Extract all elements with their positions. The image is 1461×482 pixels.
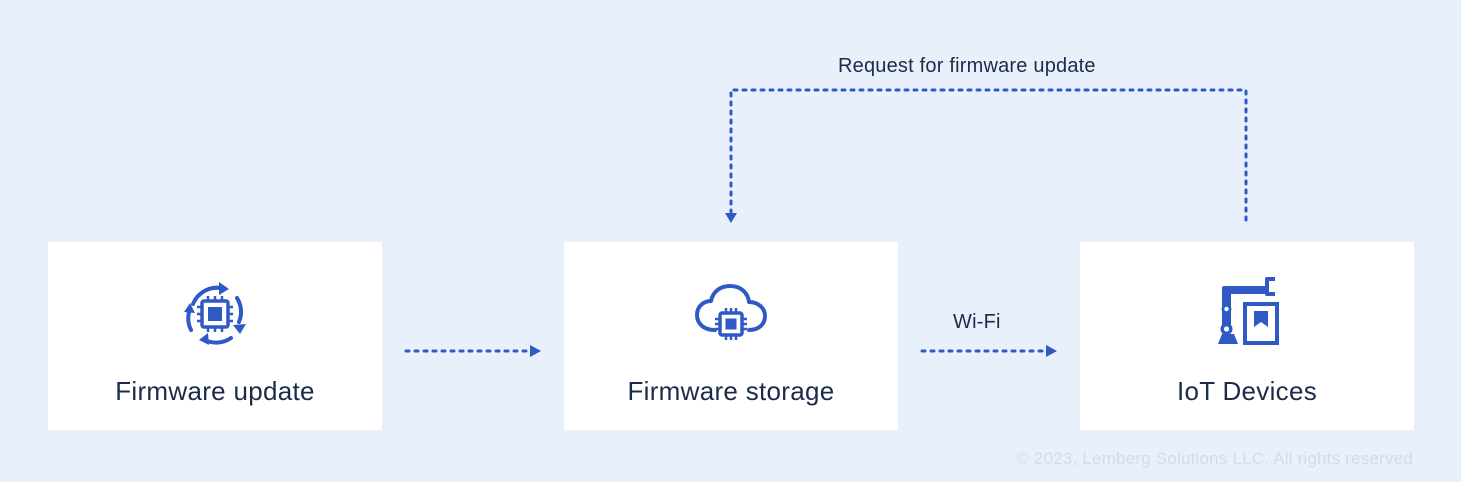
robot-arm-box-icon xyxy=(1207,274,1287,354)
firmware-storage-card: Firmware storage xyxy=(564,242,898,430)
iot-devices-label: IoT Devices xyxy=(1176,376,1318,406)
cloud-chip-icon xyxy=(691,274,771,354)
arrowhead-request xyxy=(725,213,737,223)
arrowhead-iot xyxy=(1046,345,1057,357)
arrowhead-storage xyxy=(530,345,541,357)
request-loop-line xyxy=(729,88,1248,222)
firmware-update-card: Firmware update xyxy=(48,242,382,430)
firmware-storage-label: Firmware storage xyxy=(627,376,835,406)
firmware-update-label: Firmware update xyxy=(115,376,315,406)
request-label: Request for firmware update xyxy=(838,55,1096,77)
iot-devices-card: IoT Devices xyxy=(1080,242,1414,430)
copyright-text: © 2023, Lemberg Solutions LLC. All right… xyxy=(1016,449,1413,468)
wifi-label: Wi-Fi xyxy=(953,311,1001,333)
cpu-refresh-icon xyxy=(175,274,255,354)
